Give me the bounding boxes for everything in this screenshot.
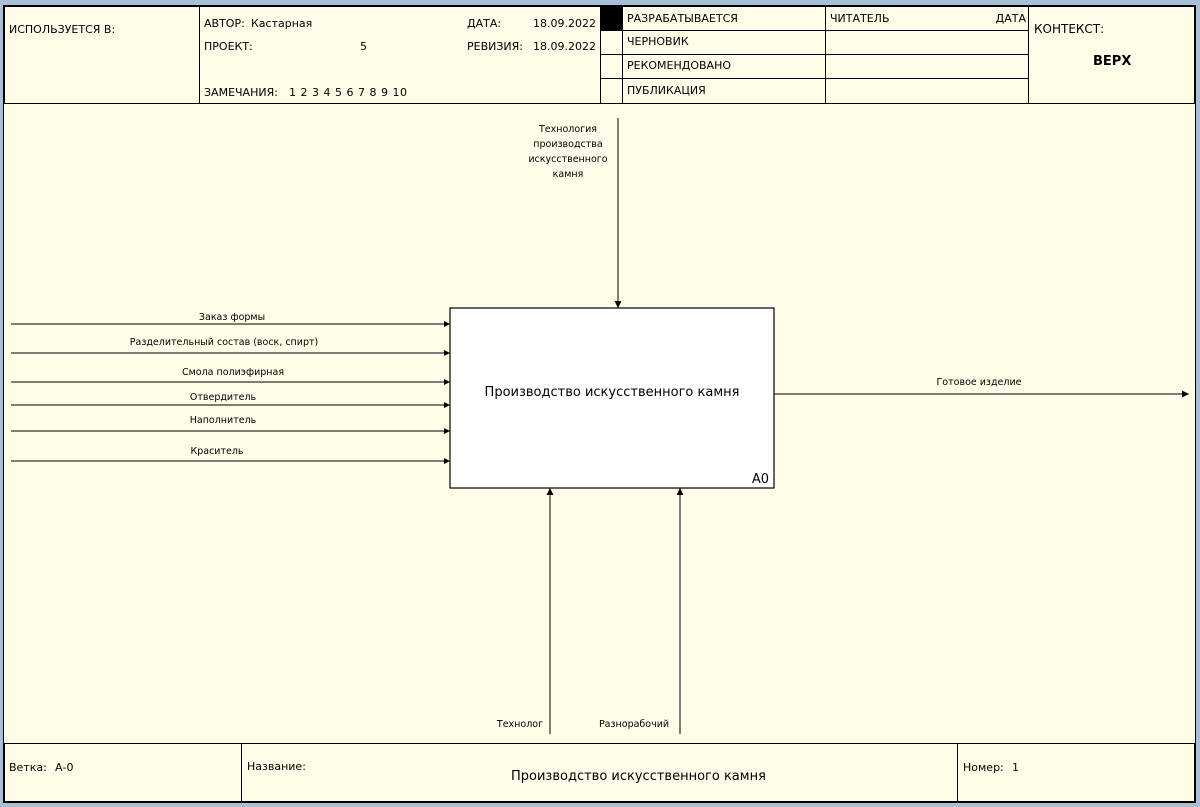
control-label-1: производства bbox=[533, 139, 602, 150]
mechanism-label-0: Технолог bbox=[496, 719, 543, 730]
author-project-cell: АВТОР: Кастарная ПРОЕКТ: 5 ЗАМЕЧАНИЯ: 1 … bbox=[199, 6, 601, 104]
mechanism-arrow-0[interactable]: Технолог bbox=[496, 488, 554, 734]
input-arrow-4[interactable]: Наполнитель bbox=[11, 415, 450, 434]
project-value: 5 bbox=[360, 40, 367, 53]
mechanism-arrow-1[interactable]: Разнорабочий bbox=[599, 488, 684, 734]
title-label: Название: bbox=[247, 760, 306, 773]
status-developing: РАЗРАБАТЫВАЕТСЯ bbox=[627, 12, 738, 25]
node-value: А-0 bbox=[55, 761, 74, 774]
author-label: АВТОР: bbox=[204, 17, 245, 30]
date-value: 18.09.2022 bbox=[533, 17, 596, 30]
status-recommended: РЕКОМЕНДОВАНО bbox=[627, 59, 732, 72]
reader-cell: ЧИТАТЕЛЬ ДАТА bbox=[825, 6, 1029, 104]
revision-label: РЕВИЗИЯ: bbox=[467, 40, 523, 53]
input-label-5: Краситель bbox=[190, 446, 243, 457]
revision-value: 18.09.2022 bbox=[533, 40, 596, 53]
input-label-4: Наполнитель bbox=[190, 415, 257, 426]
notes-value: 1 2 3 4 5 6 7 8 9 10 bbox=[289, 86, 408, 99]
input-label-1: Разделительный состав (воск, спирт) bbox=[130, 337, 318, 348]
notes-label: ЗАМЕЧАНИЯ: bbox=[204, 86, 278, 99]
context-label: КОНТЕКСТ: bbox=[1034, 22, 1105, 36]
status-publication: ПУБЛИКАЦИЯ bbox=[627, 84, 706, 97]
status-marker-filled bbox=[601, 7, 622, 30]
input-label-2: Смола полиэфирная bbox=[182, 367, 284, 378]
status-list-cell: РАЗРАБАТЫВАЕТСЯ ЧЕРНОВИК РЕКОМЕНДОВАНО П… bbox=[622, 6, 826, 104]
used-in-cell: ИСПОЛЬЗУЕТСЯ В: bbox=[4, 6, 200, 104]
date-label: ДАТА: bbox=[467, 17, 502, 30]
control-label-0: Технология bbox=[538, 124, 597, 135]
function-box-id: A0 bbox=[752, 472, 769, 487]
function-box-label: Производство искусственного камня bbox=[485, 385, 740, 400]
status-marker-cell bbox=[600, 6, 623, 104]
status-draft: ЧЕРНОВИК bbox=[627, 35, 689, 48]
input-arrow-3[interactable]: Отвердитель bbox=[11, 392, 450, 408]
input-label-0: Заказ формы bbox=[199, 312, 265, 323]
idef0-diagram: Производство искусственного камня A0 Зак… bbox=[11, 118, 1189, 734]
node-cell: Ветка: А-0 bbox=[4, 743, 242, 802]
context-value: ВЕРХ bbox=[1093, 54, 1132, 69]
function-box-a0[interactable] bbox=[449, 307, 775, 489]
output-arrow[interactable]: Готовое изделие bbox=[774, 377, 1189, 398]
node-label: Ветка: bbox=[9, 761, 47, 774]
mechanism-label-1: Разнорабочий bbox=[599, 719, 669, 730]
author-value: Кастарная bbox=[251, 17, 313, 30]
project-label: ПРОЕКТ: bbox=[204, 40, 253, 53]
number-label: Номер: bbox=[963, 761, 1004, 774]
used-in-label: ИСПОЛЬЗУЕТСЯ В: bbox=[9, 23, 116, 36]
number-cell: Номер: 1 bbox=[957, 743, 1195, 802]
input-arrow-2[interactable]: Смола полиэфирная bbox=[11, 367, 450, 385]
title-value: Производство искусственного камня bbox=[511, 769, 766, 784]
idef0-sheet: ИСПОЛЬЗУЕТСЯ В: АВТОР: Кастарная ПРОЕКТ:… bbox=[3, 5, 1196, 803]
control-label-2: искусственного bbox=[528, 154, 607, 165]
control-label-3: камня bbox=[553, 169, 584, 180]
control-arrow[interactable]: Технология производства искусственного к… bbox=[528, 118, 622, 308]
input-arrow-0[interactable]: Заказ формы bbox=[11, 312, 450, 327]
number-value: 1 bbox=[1012, 761, 1019, 774]
input-arrow-5[interactable]: Краситель bbox=[11, 446, 450, 464]
context-cell: КОНТЕКСТ: ВЕРХ bbox=[1028, 6, 1195, 104]
reader-label: ЧИТАТЕЛЬ bbox=[830, 12, 890, 25]
input-arrow-1[interactable]: Разделительный состав (воск, спирт) bbox=[11, 337, 450, 356]
input-label-3: Отвердитель bbox=[190, 392, 257, 403]
output-label: Готовое изделие bbox=[937, 377, 1022, 388]
reader-date-label: ДАТА bbox=[995, 12, 1026, 25]
title-cell: Название: Производство искусственного ка… bbox=[241, 743, 958, 802]
